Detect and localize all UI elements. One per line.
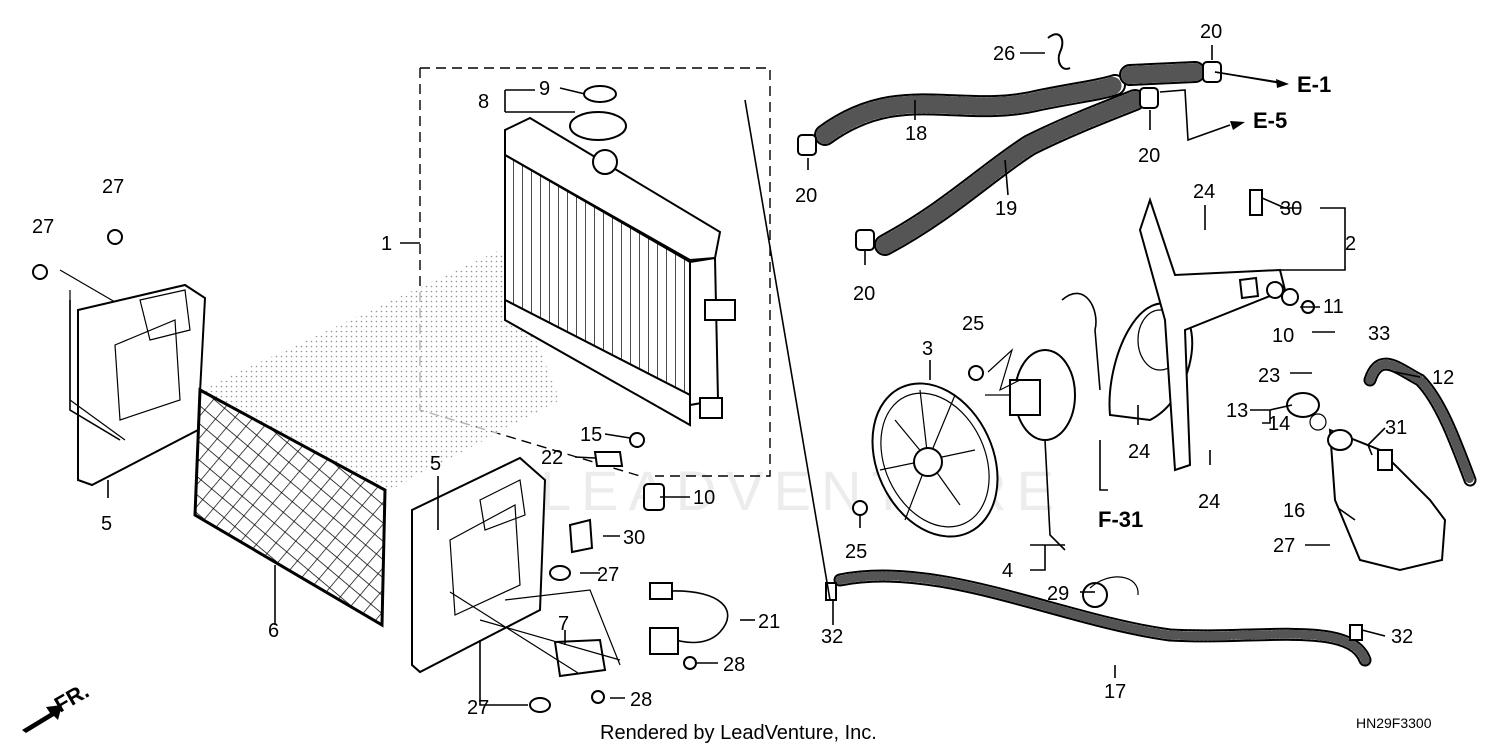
callout-33: 33 [1368,323,1390,345]
radiator-mount-tab [704,299,736,321]
callout-27-d: 27 [1273,535,1295,557]
callout-24-c: 24 [1198,491,1220,513]
left-shroud [32,229,207,487]
callout-1: 1 [381,233,392,255]
hose-clip [1047,33,1071,70]
callout-20-b: 20 [795,185,817,207]
projection-hatch [200,250,560,490]
cap-seal [583,85,617,103]
drain-bolt [593,451,624,467]
footer-credit: Rendered by LeadVenture, Inc. [600,722,877,744]
callout-2: 2 [1345,233,1356,255]
radiator-grille [193,387,387,628]
callout-25-a: 25 [962,313,984,335]
radiator-bottom-tank [504,298,691,427]
switch-block [553,638,607,678]
callout-15: 15 [580,424,602,446]
radiator-right-tank [689,256,720,407]
callout-28-a: 28 [723,654,745,676]
callout-20-a: 20 [1200,21,1222,43]
callout-10-left: 10 [693,487,715,509]
callout-17: 17 [1104,681,1126,703]
callout-9: 9 [539,78,550,100]
radiator-assembly [200,67,771,511]
callout-7: 7 [558,613,569,635]
callout-27-b: 27 [32,216,54,238]
callout-20-c: 20 [1138,145,1160,167]
callout-30-a: 30 [623,527,645,549]
callout-32-b: 32 [1391,626,1413,648]
callout-6: 6 [268,620,279,642]
callout-31: 31 [1385,417,1407,439]
callout-25-b: 25 [845,541,867,563]
callout-16: 16 [1283,500,1305,522]
callout-4: 4 [1002,560,1013,582]
callout-18: 18 [905,123,927,145]
drain-washer [629,432,645,448]
cooling-fan [852,196,1287,608]
callout-5-right: 5 [430,453,441,475]
radiator-filler-neck [592,149,618,175]
callout-28-b: 28 [630,689,652,711]
callout-5-left: 5 [101,513,112,535]
callout-27-a: 27 [102,176,124,198]
callout-21: 21 [758,611,780,633]
callout-30-b: 30 [1280,198,1302,220]
callout-32-a: 32 [821,626,843,648]
callout-24-a: 24 [1193,181,1215,203]
callout-11: 11 [1323,296,1344,318]
upper-hoses [797,33,1289,256]
ref-f31: F-31 [1098,507,1143,532]
radiator-mount-tab-lower [699,397,723,419]
right-shroud [411,456,594,713]
callout-22: 22 [541,447,563,469]
callout-12: 12 [1432,367,1454,389]
radiator-cap [569,111,627,141]
diagram-code: HN29F3300 [1356,715,1432,731]
callout-3: 3 [922,338,933,360]
callout-19: 19 [995,198,1017,220]
front-direction-arrow: FR. [22,678,93,733]
leader-lines [69,45,1421,706]
callout-26: 26 [993,43,1015,65]
callout-10-right: 10 [1272,325,1294,347]
ref-e5: E-5 [1253,108,1287,133]
callout-8: 8 [478,91,489,113]
callout-23: 23 [1258,365,1280,387]
callout-20-d: 20 [853,283,875,305]
ref-e1: E-1 [1297,72,1331,97]
overflow-hose [744,99,1372,667]
reserve-tank [1238,189,1477,572]
callout-27-e: 27 [467,697,489,719]
fan-switch-harness [449,582,729,704]
callout-13: 13 [1226,400,1248,422]
callout-24-b: 24 [1128,441,1150,463]
callout-14: 14 [1268,413,1290,435]
callout-27-c: 27 [597,564,619,586]
shroud-bracket [568,518,594,554]
callout-labels: 1 2 3 4 5 5 6 7 8 9 10 10 11 12 13 14 15… [32,21,1454,719]
callout-29: 29 [1047,583,1069,605]
